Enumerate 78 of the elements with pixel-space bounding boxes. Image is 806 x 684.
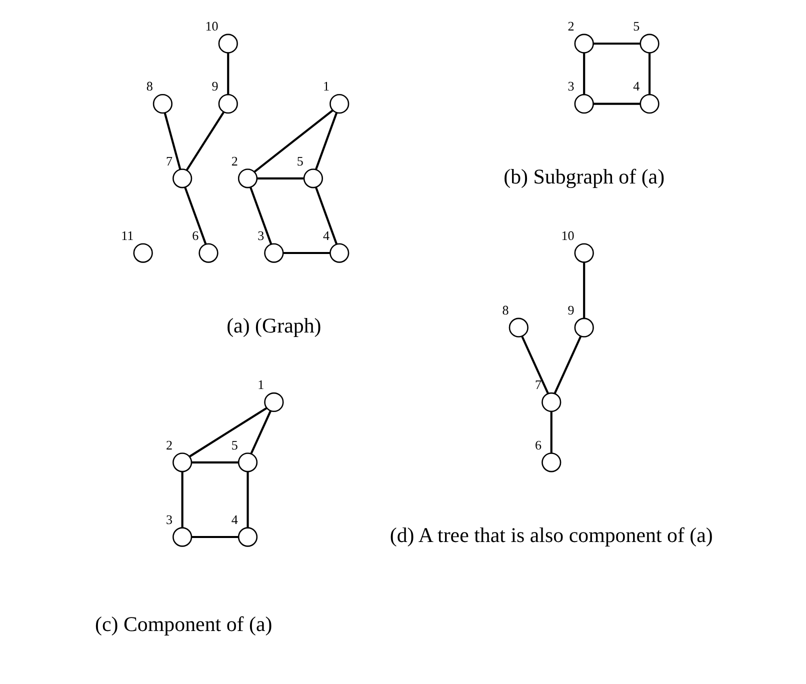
node-label: 5 (632, 18, 640, 34)
node-circle (508, 318, 528, 338)
connector (226, 52, 229, 95)
node-label: 7 (165, 153, 172, 168)
node-label: 5 (230, 437, 238, 452)
connector (246, 472, 248, 528)
connector (250, 410, 271, 454)
connector (185, 112, 224, 171)
node-label: 10 (204, 18, 218, 34)
node-label: 8 (146, 78, 152, 94)
node-label: 5 (296, 153, 303, 168)
connector (582, 262, 585, 318)
node-circle (574, 318, 594, 338)
node-label: 1 (257, 377, 264, 392)
node-circle (132, 243, 152, 263)
connector (163, 112, 181, 170)
connector (648, 52, 650, 95)
connector (180, 472, 183, 528)
connector (314, 112, 338, 170)
connector (550, 412, 552, 454)
node-circle (541, 392, 561, 412)
node-circle (172, 168, 192, 188)
node-circle (264, 392, 284, 412)
node-circle (237, 168, 258, 188)
node-label: 3 (567, 78, 574, 94)
connector (520, 336, 548, 394)
node-circle (329, 243, 349, 263)
connector (314, 187, 337, 244)
node-label: 2 (165, 437, 172, 452)
node-circle (264, 243, 284, 263)
node-label: 8 (502, 302, 508, 318)
node-label: 3 (257, 228, 264, 243)
node-label: 4 (230, 512, 238, 527)
node-circle (152, 94, 172, 114)
node-circle (639, 34, 659, 54)
node-label: 9 (211, 78, 218, 94)
label: (a) (Graph) (226, 314, 321, 338)
node-label: 3 (165, 512, 172, 527)
connector (553, 336, 582, 394)
node-label: 9 (567, 302, 574, 318)
connector (184, 187, 206, 244)
node-label: 4 (322, 228, 330, 243)
node-label: 1 (322, 78, 330, 94)
label: (c) Component of (a) (94, 612, 272, 636)
node-circle (639, 94, 659, 114)
node-label: 11 (120, 228, 134, 243)
node-circle (218, 94, 238, 114)
node-label: 7 (534, 377, 542, 392)
node-circle (172, 527, 192, 547)
connector (582, 52, 585, 95)
label: (d) A tree that is also component of (a) (389, 522, 712, 547)
node-label: 4 (632, 78, 640, 94)
node-circle (198, 243, 218, 263)
node-circle (237, 527, 258, 547)
node-label: 6 (192, 228, 198, 243)
connector (592, 102, 640, 105)
connector (253, 109, 333, 173)
node-label: 10 (560, 228, 574, 243)
connector (188, 407, 267, 458)
node-label: 6 (534, 437, 542, 452)
node-circle (574, 243, 594, 263)
node-circle (541, 452, 561, 472)
node-circle (302, 168, 323, 188)
node-circle (218, 34, 238, 54)
node-circle (574, 94, 594, 114)
label: (b) Subgraph of (a) (503, 164, 664, 188)
node-circle (237, 452, 258, 472)
node-label: 2 (567, 18, 574, 34)
node-label: 2 (230, 153, 238, 168)
node-circle (172, 452, 192, 472)
node-circle (574, 34, 594, 54)
node-circle (329, 94, 349, 114)
connector (191, 536, 238, 538)
connector (592, 42, 640, 45)
connector (191, 461, 238, 464)
connector (249, 187, 272, 244)
connector (256, 177, 304, 180)
connector (282, 252, 330, 254)
